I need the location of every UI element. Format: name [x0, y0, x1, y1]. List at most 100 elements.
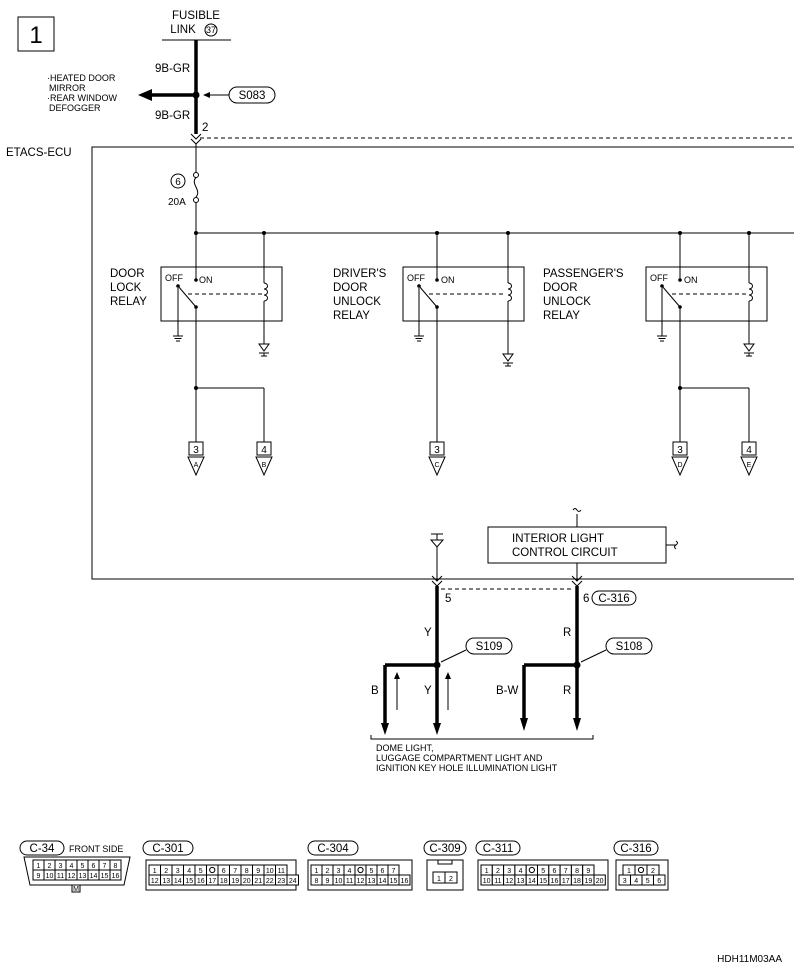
- wire-color-upper: 9B-GR: [155, 63, 190, 75]
- connector-c301-row1-pin: 1: [153, 868, 157, 875]
- offpage-connector-c: 3 C: [428, 441, 446, 477]
- wire-y-lower-label: Y: [424, 685, 432, 697]
- splice-s109-badge: S109: [465, 637, 513, 655]
- connector-c304-row2-pin: 9: [326, 878, 330, 885]
- svg-text:S108: S108: [616, 641, 643, 653]
- svg-text:C-316: C-316: [598, 593, 629, 605]
- wire-y-arrow: [433, 723, 441, 735]
- pin-2-connector: [190, 133, 202, 145]
- connector-c304-row1-pin: 6: [381, 868, 385, 875]
- relay1-line1: DOOR: [110, 268, 145, 280]
- wire-y-upper-label: Y: [424, 627, 432, 639]
- connector-c301-label: C-301: [152, 843, 183, 855]
- relay2-coil-icon: [507, 282, 512, 302]
- connector-c316-row1-cell: [634, 864, 648, 876]
- connector-c316-row1-pin: 2: [651, 868, 655, 875]
- connector-c301-row2-pin: 15: [185, 878, 193, 885]
- fuse-rating: 20A: [168, 197, 186, 208]
- wire-b-label: B: [371, 685, 379, 697]
- connector-c301-row1-pin: 3: [176, 868, 180, 875]
- relay3-line4: RELAY: [543, 310, 580, 322]
- connector-c311-row2-pin: 18: [573, 878, 581, 885]
- pin-6-label: 6: [583, 593, 589, 605]
- relay1-line2: LOCK: [110, 282, 142, 294]
- connector-c34-row2-cell: [109, 869, 122, 881]
- fuse-element: [193, 177, 199, 198]
- connector-c301-row2-pin: 21: [254, 878, 262, 885]
- svg-text:S109: S109: [476, 641, 503, 653]
- relay2-box: [402, 266, 525, 322]
- connector-c304-row1-pin: 7: [392, 868, 396, 875]
- connector-c301-row2-pin: 24: [289, 878, 297, 885]
- connector-c316-row2-pin: 4: [634, 878, 638, 885]
- connector-c301-row2-pin: 14: [174, 878, 182, 885]
- relay3-off: OFF: [650, 273, 668, 283]
- relay2-switch-arm: [418, 285, 438, 308]
- page-number: 1: [29, 22, 42, 49]
- heated-load-line3: ·REAR WINDOW: [47, 93, 117, 103]
- connector-c316-badge: C-316: [591, 590, 637, 606]
- svg-text:E: E: [747, 462, 752, 469]
- svg-text:3: 3: [677, 445, 683, 456]
- connector-c301-row1-pin: 8: [245, 868, 249, 875]
- connector-c301-row2-pin: 13: [162, 878, 170, 885]
- connector-c311-row2-pin: 16: [551, 878, 559, 885]
- svg-text:4: 4: [746, 445, 752, 456]
- relay3-ground-icon: [657, 335, 667, 342]
- connector-c301-row2-pin: 17: [208, 878, 216, 885]
- connector-c311-row2-pin: 10: [483, 878, 491, 885]
- connector-c311-row2-pin: 19: [584, 878, 592, 885]
- relay3-switch-arm: [661, 285, 681, 308]
- connector-c311-row2-pin: 14: [528, 878, 536, 885]
- relay1-coil-driver-icon: [258, 343, 270, 357]
- s083-leader-arrow: [203, 92, 210, 98]
- relay3-coil-driver-icon: [743, 343, 755, 357]
- connector-c311-row1-pin: 5: [541, 868, 545, 875]
- relay1-coil-icon: [263, 282, 268, 302]
- relay3-coil-icon: [748, 282, 753, 302]
- heated-loads-label: ·HEATED DOOR MIRROR ·REAR WINDOW DEFOGGE…: [47, 73, 117, 113]
- connector-c304-label: C-304: [317, 843, 349, 855]
- connector-c34-label: C-34: [30, 843, 56, 855]
- wire-bw-label: B-W: [496, 685, 519, 697]
- fusible-link-number: 37: [206, 25, 216, 35]
- relay2-ground-icon: [414, 335, 424, 342]
- connector-c304-row2-pin: 14: [379, 878, 387, 885]
- page-number-box: 1: [17, 16, 55, 52]
- connector-c34-mark: M: [73, 886, 79, 893]
- s108-leader: [580, 649, 607, 663]
- connector-c304-row2-pin: 13: [368, 878, 376, 885]
- connector-c34-row1-pin: 1: [37, 863, 41, 870]
- connector-c316-row2-pin: 3: [623, 878, 627, 885]
- fuse-terminal-bottom: [193, 197, 199, 203]
- offpage-connector-b: 4 B: [255, 441, 273, 477]
- connector-c34-row2-pin: 13: [79, 873, 87, 880]
- connector-c304-row1-pin: 4: [348, 868, 352, 875]
- connector-c309-label: C-309: [429, 843, 460, 855]
- connector-c304-row2-pin: 15: [390, 878, 398, 885]
- fusible-link-line2: LINK: [170, 24, 196, 36]
- relay2-line1: DRIVER'S: [333, 268, 387, 280]
- connector-c301-row2-pin: 19: [231, 878, 239, 885]
- fusible-link-number-circle: [204, 23, 218, 37]
- connector-c34-side: FRONT SIDE: [69, 844, 123, 854]
- pin5-driver-icon: [429, 533, 445, 581]
- connector-c304-row1-pin: 2: [326, 868, 330, 875]
- connector-c304-row1-pin: 3: [337, 868, 341, 875]
- wire-b-arrow: [381, 723, 389, 735]
- connector-c34-row2-pin: 14: [90, 873, 98, 880]
- bottom-loads-label: DOME LIGHT, LUGGAGE COMPARTMENT LIGHT AN…: [376, 743, 558, 773]
- relay1-switch-arm: [177, 285, 197, 308]
- fusible-link: FUSIBLE LINK 37: [162, 10, 231, 41]
- connector-c311-row2-cell: [593, 874, 606, 886]
- connector-c301-row1-pin: 11: [278, 868, 285, 875]
- connector-c301-row1-pin: 5: [199, 868, 203, 875]
- connector-c301-row1-cell: [206, 864, 219, 876]
- heated-loads-arrow: [138, 89, 152, 101]
- connector-c304-row1-pin: 5: [370, 868, 374, 875]
- connector-c301-row2-pin: 12: [151, 878, 159, 885]
- connector-c34-row1-pin: 6: [92, 863, 96, 870]
- connector-c301-row2-pin: 20: [243, 878, 251, 885]
